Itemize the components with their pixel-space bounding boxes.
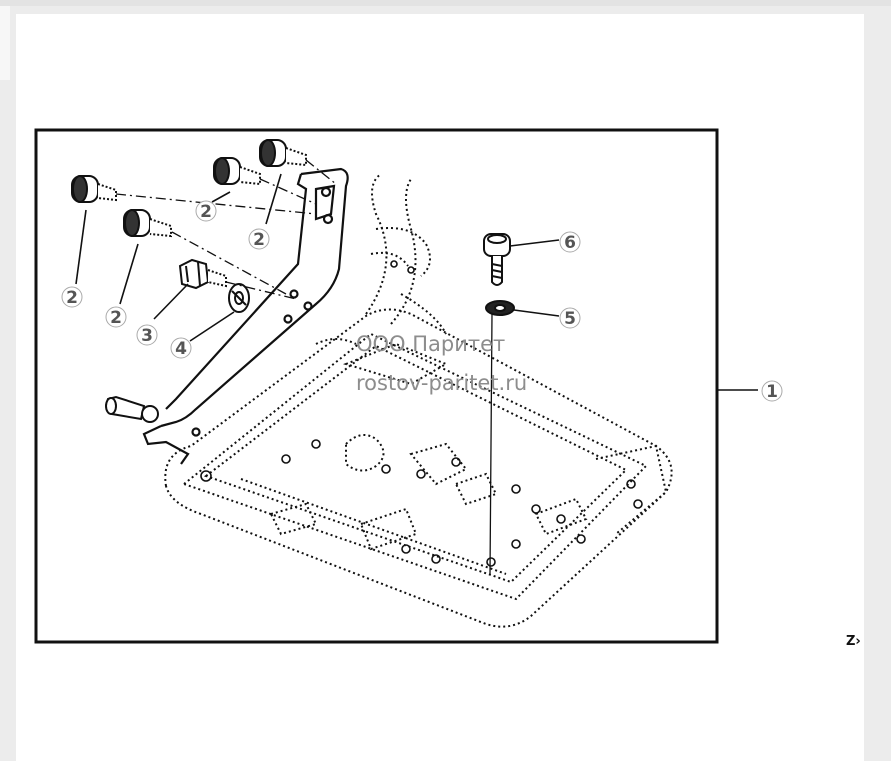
diagram-frame — [34, 128, 719, 644]
top-bar — [0, 0, 891, 6]
callout-2c: 2 — [200, 202, 212, 222]
assembly-lines — [115, 159, 493, 575]
watermark-site: rostov-paritet.ru — [356, 371, 528, 395]
callout-circles — [61, 200, 783, 402]
lock-washer-4 — [228, 283, 250, 313]
callout-5: 5 — [564, 309, 576, 329]
callout-2a: 2 — [66, 288, 78, 308]
callout-4: 4 — [175, 339, 187, 359]
socket-screw-6 — [483, 233, 511, 286]
mounting-bracket — [142, 167, 349, 465]
cap-screw-2c — [213, 157, 261, 186]
locating-pin — [105, 395, 159, 423]
watermark-company: ООО Паритет — [356, 332, 506, 356]
callout-1: 1 — [766, 382, 778, 402]
callout-numbers: 1 2 2 2 2 3 4 6 5 — [66, 202, 778, 402]
plate-holes — [200, 260, 643, 567]
cap-screw-2a — [71, 175, 117, 203]
callout-3: 3 — [141, 326, 153, 346]
parts-diagram: 1 2 2 2 2 3 4 6 5 — [34, 128, 783, 644]
washer-5 — [485, 300, 515, 316]
cap-screw-2d — [259, 139, 307, 167]
leader-lines — [75, 173, 758, 391]
corner-mark: Z› — [846, 634, 861, 649]
callout-2b: 2 — [110, 308, 122, 328]
cap-screw-2b — [123, 209, 172, 238]
hex-bolt-3 — [178, 258, 227, 290]
drawing-sheet: 1 2 2 2 2 3 4 6 5 ООО Паритет rostov-par… — [16, 14, 864, 761]
callout-2d: 2 — [253, 230, 265, 250]
callout-6: 6 — [564, 233, 576, 253]
mounting-plate-outline — [164, 173, 673, 628]
left-strip — [0, 6, 10, 80]
